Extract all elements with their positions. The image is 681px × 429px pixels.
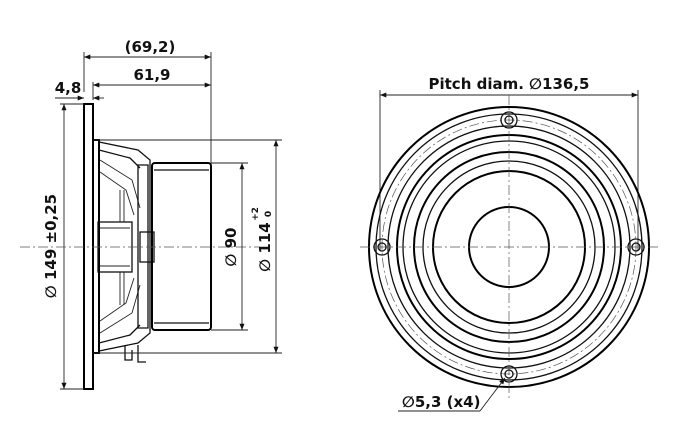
hole-diameter-label: ∅5,3 (x4): [402, 393, 480, 411]
mounting-hole-bottom: [500, 365, 518, 383]
hole-diameter-dimension: ∅5,3 (x4): [398, 377, 506, 412]
total-depth-label: (69,2): [125, 38, 176, 56]
cutout-diameter-dimension: ∅ 114 +2 0: [93, 139, 282, 354]
pitch-diameter-dimension: Pitch diam. ∅136,5: [379, 75, 639, 250]
cutout-tolerance-minus: 0: [264, 211, 274, 217]
front-view: Pitch diam. ∅136,5: [360, 75, 660, 412]
pitch-diameter-label: Pitch diam. ∅136,5: [429, 75, 590, 93]
magnet-diameter-dimension: ∅ 90: [222, 163, 245, 330]
outer-diameter-label: ∅ 149 ±0,25: [42, 194, 60, 298]
cutout-tolerance-plus: +2: [251, 207, 261, 221]
front-flange: ∅ 149 ±0,25: [42, 103, 94, 390]
mounting-hole-top: [500, 111, 518, 129]
mounting-hole-right: [627, 238, 645, 256]
cutout-diameter-label: ∅ 114: [256, 222, 274, 271]
side-view: (69,2) 61,9 4,8 ∅ 149 ±0,25: [20, 38, 282, 390]
flange-thickness-label: 4,8: [55, 79, 82, 97]
depth-dimensions: (69,2) 61,9 4,8: [55, 38, 212, 165]
depth-label: 61,9: [133, 66, 170, 84]
speaker-basket: [92, 139, 155, 363]
magnet-diameter-label: ∅ 90: [222, 228, 240, 267]
mounting-hole-left: [373, 238, 391, 256]
